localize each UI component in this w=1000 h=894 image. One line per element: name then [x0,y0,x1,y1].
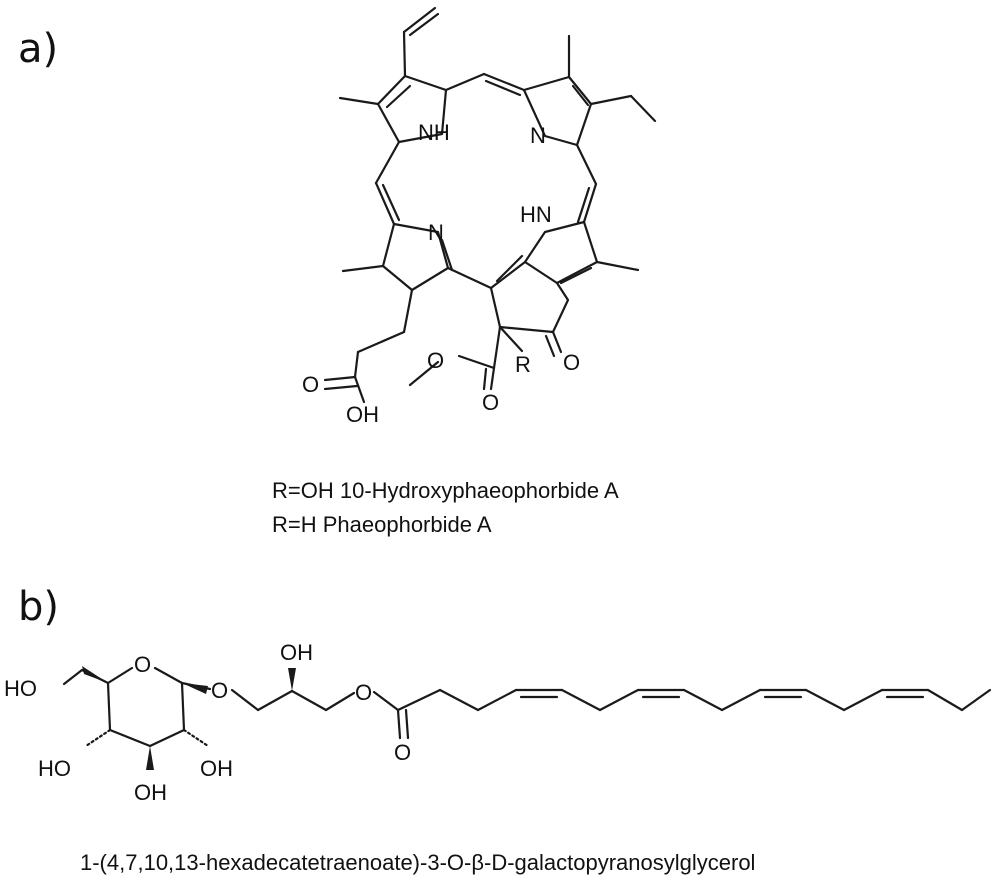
atom-oh-bottom: OH [134,780,167,805]
wedge-bond [146,746,154,770]
panel-b-label: b) [18,584,59,630]
atom-oh-glycerol: OH [280,640,313,665]
atom-n: N [428,220,444,245]
atom-r: R [515,352,531,377]
caption-line-2: R=H Phaeophorbide A [272,512,492,537]
caption-line-1: R=OH 10-Hydroxyphaeophorbide A [272,478,619,503]
atom-hn: HN [520,202,552,227]
atom-o-carbonyl: O [482,390,499,415]
atom-o-glycosidic: O [211,678,228,703]
galactolipid-structure [62,666,992,748]
atom-oh-right: OH [200,756,233,781]
wedge-bond [182,683,208,694]
atom-o-carbonyl: O [394,740,411,765]
wedge-bond [288,668,296,691]
atom-ho-left: HO [38,756,71,781]
atom-nh: NH [418,120,450,145]
phaeophorbide-structure [323,6,657,404]
wedge-bond [82,666,108,683]
atom-o-ester: O [355,680,372,705]
panel-a-label: a) [18,26,58,72]
atom-ho-ch2: HO [4,676,37,701]
atom-oh-acid: OH [346,402,379,427]
atom-o-ester: O [427,348,444,373]
atom-o-ketone: O [563,350,580,375]
atom-o-acid: O [302,372,319,397]
atom-n: N [530,123,546,148]
caption-galactolipid: 1-(4,7,10,13-hexadecatetraenoate)-3-O-β-… [80,850,755,875]
atom-o-ring: O [134,652,151,677]
